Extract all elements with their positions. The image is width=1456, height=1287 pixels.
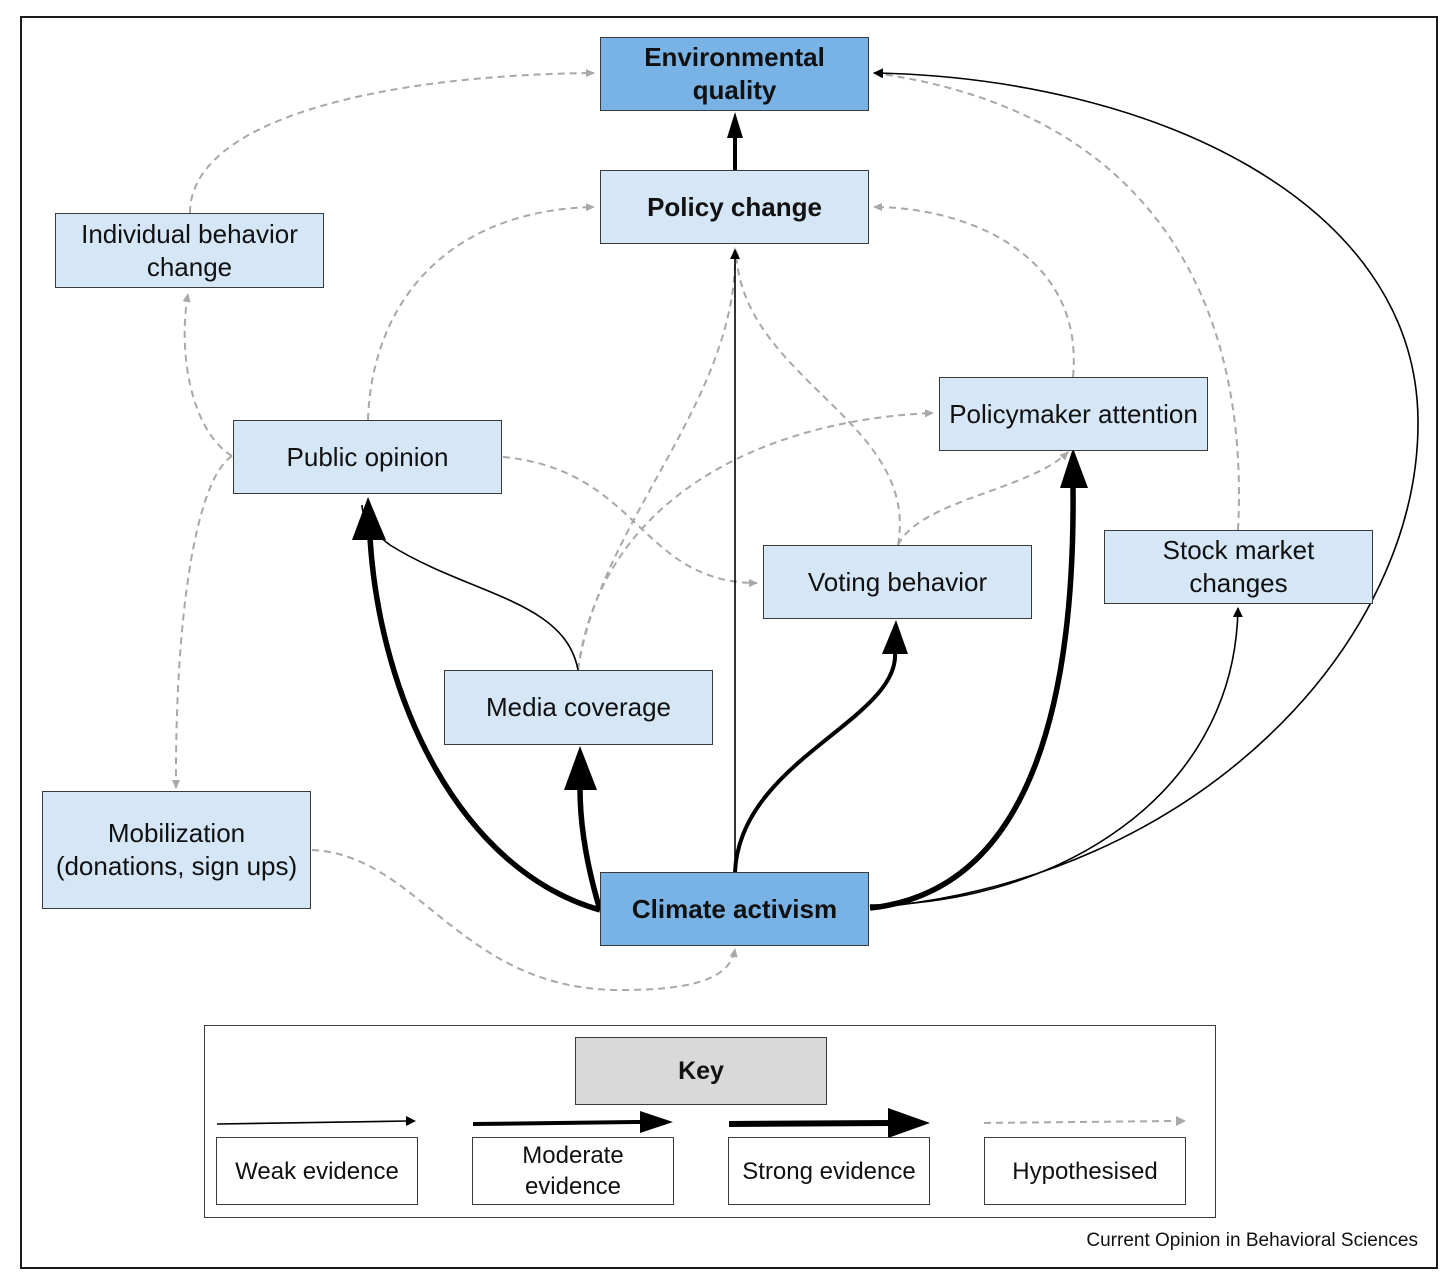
node-climate-activism: Climate activism — [600, 872, 869, 946]
edge-activism-to-media — [577, 787, 603, 911]
key-hypothesised-label: Hypothesised — [984, 1137, 1186, 1205]
arrowhead-activism-to-voting — [882, 620, 908, 654]
edge-activism-to-policymaker — [869, 485, 1076, 911]
node-mobilization: Mobilization (donations, sign ups) — [42, 791, 311, 909]
edge-stock-to-environmental — [873, 70, 1240, 531]
key-moderate-label: Moderate evidence — [472, 1137, 674, 1205]
node-stock-market-changes: Stock market changes — [1104, 530, 1373, 604]
edge-media-to-public — [361, 504, 579, 671]
node-public-opinion: Public opinion — [233, 420, 502, 494]
edge-public-to-policy — [367, 203, 595, 421]
source-credit: Current Opinion in Behavioral Sciences — [1086, 1230, 1418, 1251]
edge-activism-to-environmental — [869, 68, 1419, 909]
edge-media-to-policymaker — [577, 409, 934, 671]
node-policymaker-attention: Policymaker attention — [939, 377, 1208, 451]
arrowhead-activism-to-media — [564, 746, 597, 790]
key-title: Key — [575, 1037, 827, 1105]
key-hypothesised-arrow — [983, 1120, 1177, 1124]
key-weak-arrow — [216, 1120, 409, 1125]
edge-public-to-voting — [502, 456, 758, 587]
edge-activism-to-public — [367, 537, 601, 913]
arrowhead-policy-to-environmental — [727, 112, 743, 138]
key-weak-label: Weak evidence — [216, 1137, 418, 1205]
node-environmental-quality: Environmental quality — [600, 37, 869, 111]
arrowhead-activism-to-policymaker — [1060, 448, 1088, 488]
node-policy-change: Policy change — [600, 170, 869, 244]
figure-frame — [20, 16, 1438, 1269]
node-voting-behavior: Voting behavior — [763, 545, 1032, 619]
edge-voting-to-policy — [735, 249, 901, 546]
edge-activism-to-stock — [869, 607, 1243, 906]
edge-public-to-individual — [182, 293, 233, 457]
key-strong-arrow — [728, 1120, 891, 1127]
edge-public-to-mobilization — [171, 455, 233, 789]
key-panel — [204, 1025, 1216, 1218]
edge-activism-to-voting — [733, 651, 898, 873]
edge-individual-to-environmental — [189, 69, 595, 214]
key-moderate-arrow — [472, 1120, 641, 1126]
key-strong-label: Strong evidence — [728, 1137, 930, 1205]
edge-voting-to-policymaker — [897, 451, 1069, 546]
edge-media-to-policy — [577, 247, 740, 671]
node-individual-behavior-change: Individual behavior change — [55, 213, 324, 288]
edge-mobilization-to-activism — [311, 849, 738, 992]
arrowhead-activism-to-public — [352, 497, 386, 540]
node-media-coverage: Media coverage — [444, 670, 713, 745]
edge-policymaker-to-policy — [873, 203, 1075, 378]
